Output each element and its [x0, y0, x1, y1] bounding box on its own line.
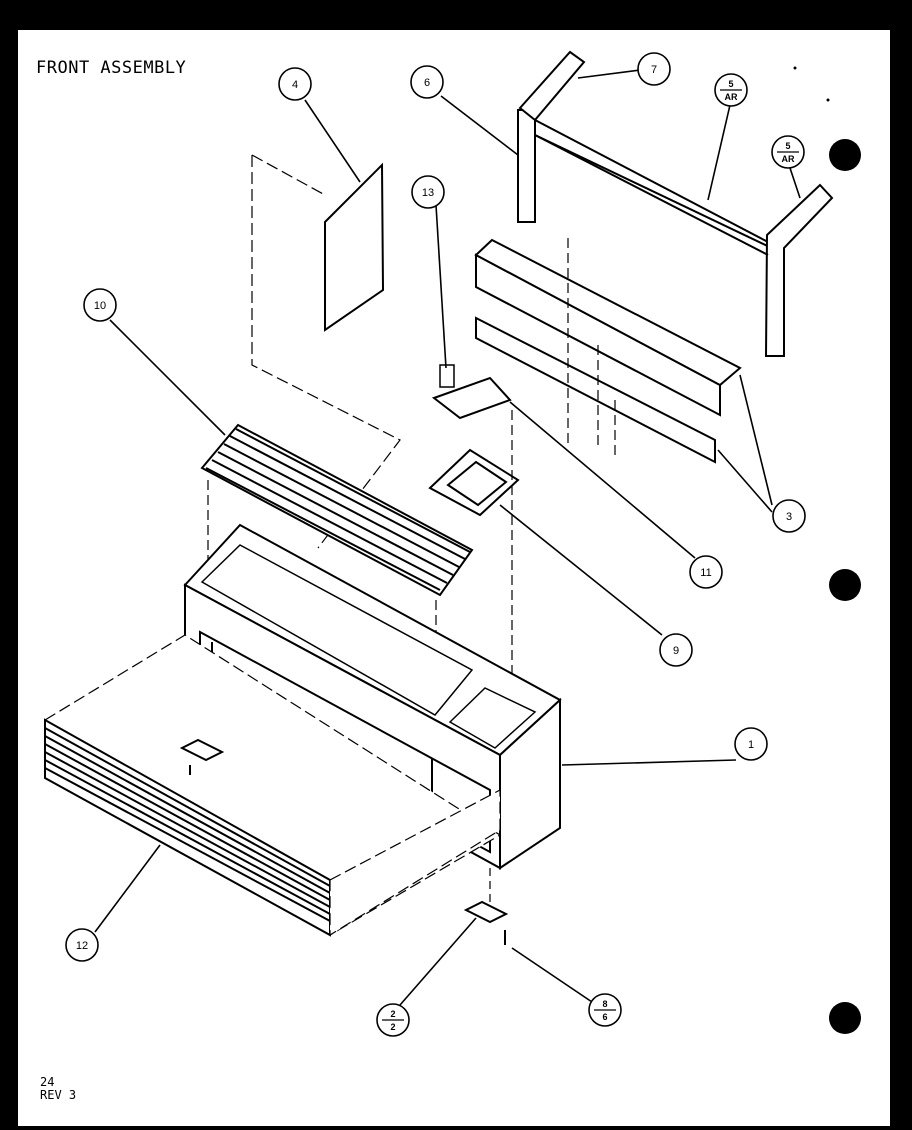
svg-text:13: 13 — [422, 187, 434, 199]
svg-text:AR: AR — [725, 92, 738, 102]
callout-9: 9 — [659, 633, 693, 667]
part-4-panel — [251, 154, 401, 549]
page-footer: 24 REV 3 — [40, 1076, 76, 1102]
part-12-front-grille — [43, 634, 502, 937]
svg-text:6: 6 — [424, 77, 430, 89]
callout-12: 12 — [65, 928, 99, 962]
part-2-feet — [179, 738, 509, 945]
binder-hole-middle — [829, 569, 861, 601]
callout-4: 4 — [278, 67, 312, 101]
part-3-panels — [474, 238, 742, 464]
svg-text:AR: AR — [782, 154, 795, 164]
svg-text:5: 5 — [785, 141, 790, 151]
callout-5-ar-b: 5 AR — [771, 135, 805, 169]
page-number: 24 — [40, 1075, 55, 1089]
svg-text:11: 11 — [700, 567, 711, 579]
leader-lines — [94, 69, 801, 1006]
svg-text:2: 2 — [390, 1009, 395, 1019]
svg-text:12: 12 — [76, 940, 88, 952]
callout-11: 11 — [689, 555, 723, 589]
callout-2-2: 2 2 — [376, 1003, 410, 1037]
svg-text:1: 1 — [748, 739, 754, 751]
page-title: FRONT ASSEMBLY — [36, 58, 187, 78]
callout-6: 6 — [410, 65, 444, 99]
callout-3: 3 — [772, 499, 806, 533]
part-6-top-frame — [517, 50, 834, 357]
part-9-frame — [428, 448, 520, 517]
svg-text:3: 3 — [786, 511, 792, 523]
part-10-top-grille — [200, 410, 513, 700]
part-11-bracket — [431, 364, 512, 420]
revision-label: REV 3 — [40, 1088, 77, 1102]
svg-text:9: 9 — [673, 645, 679, 657]
callout-8-6: 8 6 — [588, 993, 622, 1027]
svg-text:4: 4 — [292, 79, 298, 91]
binder-holes — [793, 66, 861, 1034]
svg-text:6: 6 — [602, 1012, 607, 1022]
svg-text:10: 10 — [94, 300, 106, 312]
svg-text:2: 2 — [390, 1022, 395, 1032]
svg-text:7: 7 — [651, 64, 657, 76]
callouts: 4 6 7 5 AR 5 AR 13 10 3 11 9 1 12 2 2 — [65, 52, 806, 1037]
svg-text:8: 8 — [602, 999, 607, 1009]
svg-text:5: 5 — [728, 79, 733, 89]
binder-hole-bottom — [829, 1002, 861, 1034]
callout-13: 13 — [411, 175, 445, 209]
callout-1: 1 — [734, 727, 768, 761]
binder-hole-top — [829, 139, 861, 171]
callout-5-ar-a: 5 AR — [714, 73, 748, 107]
callout-10: 10 — [83, 288, 117, 322]
callout-7: 7 — [637, 52, 671, 86]
